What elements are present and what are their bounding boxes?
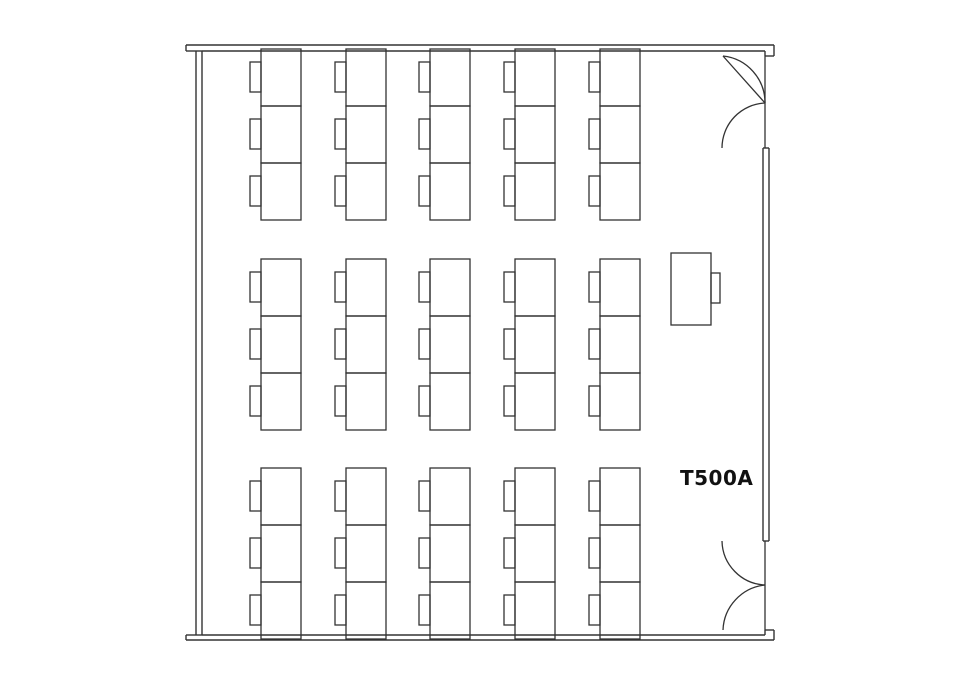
- student-desk: [260, 48, 302, 107]
- student-desk: [514, 524, 556, 583]
- student-chair: [588, 328, 601, 360]
- student-desk: [260, 162, 302, 221]
- student-desk: [599, 258, 641, 317]
- student-chair: [249, 175, 262, 207]
- student-chair: [503, 61, 516, 93]
- student-desk: [514, 372, 556, 431]
- student-chair: [334, 537, 347, 569]
- student-chair: [418, 537, 431, 569]
- student-desks: [249, 48, 641, 640]
- door-bottom: [721, 540, 766, 631]
- student-desk: [345, 315, 387, 374]
- student-desk: [260, 105, 302, 164]
- student-chair: [503, 537, 516, 569]
- student-chair: [588, 594, 601, 626]
- walls: [185, 44, 775, 641]
- student-desk: [599, 105, 641, 164]
- student-chair: [418, 271, 431, 303]
- student-desk: [599, 467, 641, 526]
- student-chair: [588, 118, 601, 150]
- student-chair: [588, 537, 601, 569]
- student-desk: [260, 372, 302, 431]
- student-desk: [429, 315, 471, 374]
- student-desk: [429, 258, 471, 317]
- student-chair: [249, 594, 262, 626]
- student-chair: [249, 271, 262, 303]
- student-chair: [418, 175, 431, 207]
- student-chair: [503, 385, 516, 417]
- instructor-table: [670, 252, 712, 326]
- student-chair: [418, 480, 431, 512]
- student-desk: [514, 105, 556, 164]
- student-chair: [249, 328, 262, 360]
- room-label: T500A: [680, 466, 754, 490]
- student-desk: [429, 467, 471, 526]
- student-chair: [249, 61, 262, 93]
- student-chair: [503, 594, 516, 626]
- student-desk: [514, 315, 556, 374]
- student-chair: [334, 175, 347, 207]
- student-desk: [514, 467, 556, 526]
- student-desk: [514, 48, 556, 107]
- student-desk: [345, 48, 387, 107]
- student-desk: [260, 467, 302, 526]
- student-desk: [599, 162, 641, 221]
- student-chair: [418, 61, 431, 93]
- student-desk: [599, 372, 641, 431]
- student-desk: [429, 581, 471, 640]
- student-desk: [260, 258, 302, 317]
- student-desk: [260, 315, 302, 374]
- student-desk: [345, 581, 387, 640]
- student-chair: [334, 480, 347, 512]
- student-chair: [503, 118, 516, 150]
- door-top: [721, 55, 766, 149]
- student-desk: [429, 524, 471, 583]
- student-chair: [588, 480, 601, 512]
- student-chair: [334, 271, 347, 303]
- student-chair: [503, 271, 516, 303]
- student-chair: [503, 328, 516, 360]
- student-chair: [588, 61, 601, 93]
- student-chair: [334, 594, 347, 626]
- student-chair: [418, 594, 431, 626]
- student-desk: [345, 524, 387, 583]
- student-desk: [429, 48, 471, 107]
- student-desk: [514, 581, 556, 640]
- student-desk: [514, 258, 556, 317]
- student-chair: [249, 537, 262, 569]
- student-desk: [429, 162, 471, 221]
- student-chair: [418, 118, 431, 150]
- instructor-desk: [670, 252, 721, 326]
- student-chair: [249, 385, 262, 417]
- student-desk: [599, 48, 641, 107]
- student-chair: [503, 480, 516, 512]
- student-chair: [588, 385, 601, 417]
- student-chair: [334, 118, 347, 150]
- student-chair: [418, 328, 431, 360]
- student-chair: [334, 61, 347, 93]
- student-chair: [418, 385, 431, 417]
- student-chair: [249, 118, 262, 150]
- student-desk: [345, 372, 387, 431]
- student-chair: [588, 175, 601, 207]
- student-desk: [345, 467, 387, 526]
- student-desk: [429, 372, 471, 431]
- instructor-chair: [710, 272, 721, 304]
- student-chair: [334, 328, 347, 360]
- student-desk: [345, 105, 387, 164]
- student-desk: [599, 524, 641, 583]
- student-desk: [345, 162, 387, 221]
- student-desk: [599, 581, 641, 640]
- student-chair: [588, 271, 601, 303]
- student-chair: [249, 480, 262, 512]
- student-desk: [260, 581, 302, 640]
- student-desk: [514, 162, 556, 221]
- student-desk: [599, 315, 641, 374]
- student-chair: [503, 175, 516, 207]
- student-chair: [334, 385, 347, 417]
- student-desk: [429, 105, 471, 164]
- student-desk: [345, 258, 387, 317]
- student-desk: [260, 524, 302, 583]
